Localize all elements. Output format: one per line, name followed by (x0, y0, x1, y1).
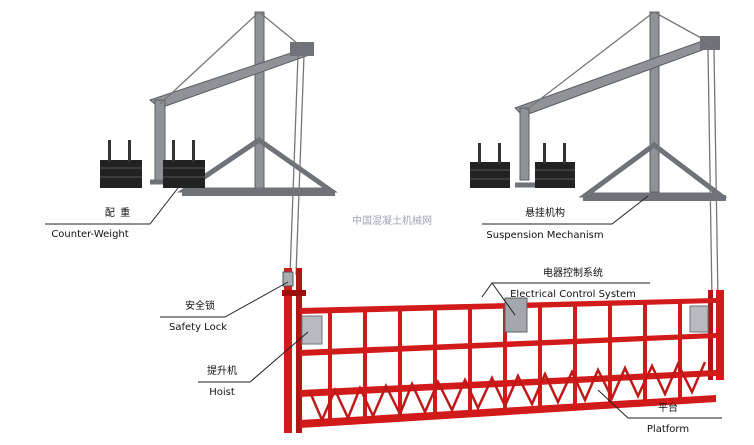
electrical-label-zh: 电器控制系统 (543, 266, 603, 279)
hoist-label-zh: 提升机 (207, 364, 237, 377)
suspension-label-en: Suspension Mechanism (486, 230, 603, 241)
wire-ropes (289, 49, 719, 301)
leader-lines (45, 187, 722, 419)
electrical-label-en: Electrical Control System (510, 289, 636, 300)
right-suspension-mechanism (470, 11, 728, 201)
labels: 配 重 Counter-Weight 悬挂机构 Suspension Mecha… (51, 206, 689, 435)
counterweight-label-zh: 配 重 (105, 206, 131, 219)
safety-lock-label-zh: 安全锁 (185, 299, 215, 312)
suspension-label-zh: 悬挂机构 (525, 206, 565, 219)
left-counterweights (100, 140, 205, 188)
platform-label-en: Platform (647, 424, 689, 435)
counterweight-label-en: Counter-Weight (51, 229, 128, 240)
left-suspension-mechanism (100, 11, 338, 196)
watermark: 中国混凝土机械网 (352, 214, 432, 227)
hoist-label-en: Hoist (209, 387, 235, 398)
right-counterweights (470, 143, 575, 188)
platform-label-zh: 平台 (658, 401, 678, 414)
safety-lock-label-en: Safety Lock (169, 322, 227, 333)
